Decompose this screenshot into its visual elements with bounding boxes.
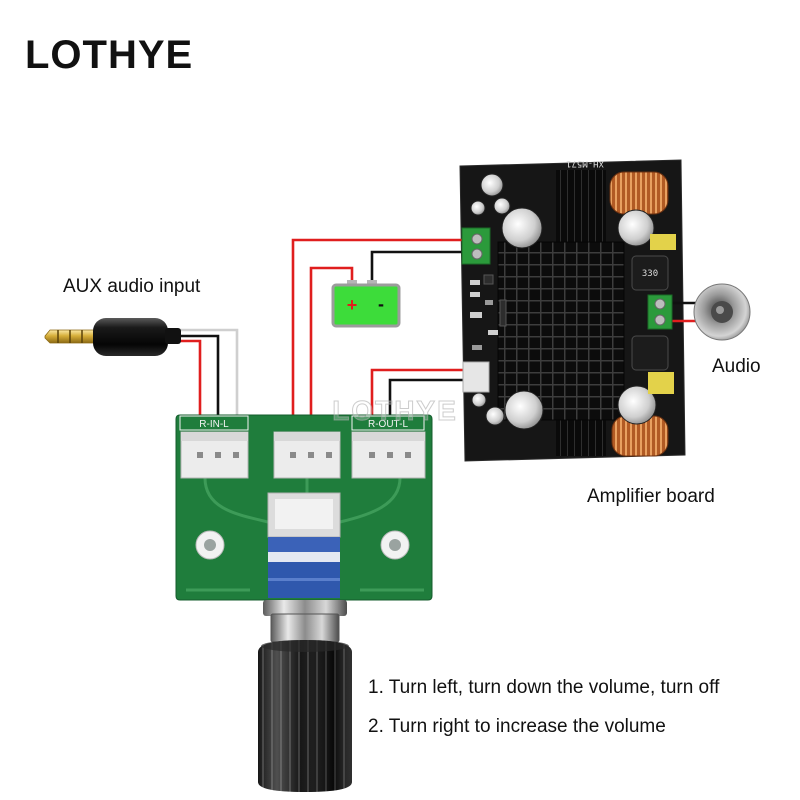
terminal-screw [471, 248, 483, 260]
power-inductor [631, 255, 669, 291]
capacitor [617, 385, 657, 425]
input-connector [180, 431, 249, 479]
pcb-traces [186, 477, 424, 592]
audio-output-label: Audio [712, 356, 761, 377]
capacitor [504, 390, 544, 430]
power-connector [273, 431, 341, 479]
battery-terminal-negative [367, 280, 377, 286]
capacitor [470, 200, 486, 216]
speaker-icon [693, 283, 751, 341]
input-label-frame [179, 415, 249, 431]
yellow-capacitor [650, 234, 676, 250]
knob-shading [258, 640, 352, 792]
battery-terminal-positive [347, 280, 357, 286]
capacitor [617, 209, 655, 247]
knob-top [261, 640, 349, 652]
amplifier-terminals [461, 227, 673, 393]
capacitor [501, 207, 543, 249]
aux-plug-strain-relief [165, 328, 181, 344]
copper-inductor-top [609, 171, 669, 215]
inductor-marking: 330 [642, 269, 658, 279]
knob-washer [263, 600, 347, 616]
aux-plug-body [93, 318, 168, 356]
instruction-1: 1. Turn left, turn down the volume, turn… [368, 677, 720, 698]
battery-body [331, 283, 401, 328]
input-connector-label: R-IN-L [199, 419, 229, 430]
battery-icon: + - [331, 280, 401, 328]
aux-wire-white [178, 328, 239, 440]
wires [178, 238, 702, 440]
battery-negative-sign: - [378, 294, 384, 314]
capacitor [480, 173, 504, 197]
capacitor [493, 197, 511, 215]
signal-input-connector [462, 361, 490, 393]
watermark: LOTHYE [332, 395, 458, 426]
brand-logo: LOTHYE [25, 33, 193, 77]
terminal-screw [654, 298, 666, 310]
mounting-hole-center [389, 539, 401, 551]
power-inductor [631, 335, 669, 371]
amplifier-model-marking: XH-M571 [566, 158, 604, 168]
aux-plug-rings [57, 330, 83, 343]
aux-input-label: AUX audio input [63, 276, 201, 297]
terminal-screw [654, 314, 666, 326]
aux-wire-black [178, 334, 220, 440]
output-connector [351, 431, 426, 479]
amplifier-board-label: Amplifier board [587, 486, 715, 507]
power-wire-red-amp [291, 238, 466, 440]
battery-positive-sign: + [347, 295, 358, 315]
aux-wire-red [178, 339, 202, 440]
instruction-2: 2. Turn right to increase the volume [368, 716, 666, 737]
aux-plug-icon [44, 318, 181, 356]
output-connector-label: R-OUT-L [368, 419, 408, 430]
terminal-screw [471, 233, 483, 245]
amplifier-board: 330 XH-M571 [459, 158, 686, 462]
capacitor [485, 406, 505, 426]
volume-control-board: R-IN-L R-OUT-L [175, 414, 433, 601]
yellow-capacitor [648, 372, 674, 394]
volume-knob-icon [258, 600, 352, 792]
capacitor [471, 392, 487, 408]
potentiometer [267, 492, 341, 598]
heatsink-fins [497, 241, 625, 421]
speaker-center [716, 306, 724, 314]
output-label-frame [351, 415, 425, 431]
capacitors [470, 173, 657, 430]
smd-components [470, 274, 507, 350]
power-wire-black [370, 250, 466, 286]
power-wire-red-battery [309, 266, 354, 440]
knob-nut [270, 613, 340, 643]
mounting-hole-center [204, 539, 216, 551]
